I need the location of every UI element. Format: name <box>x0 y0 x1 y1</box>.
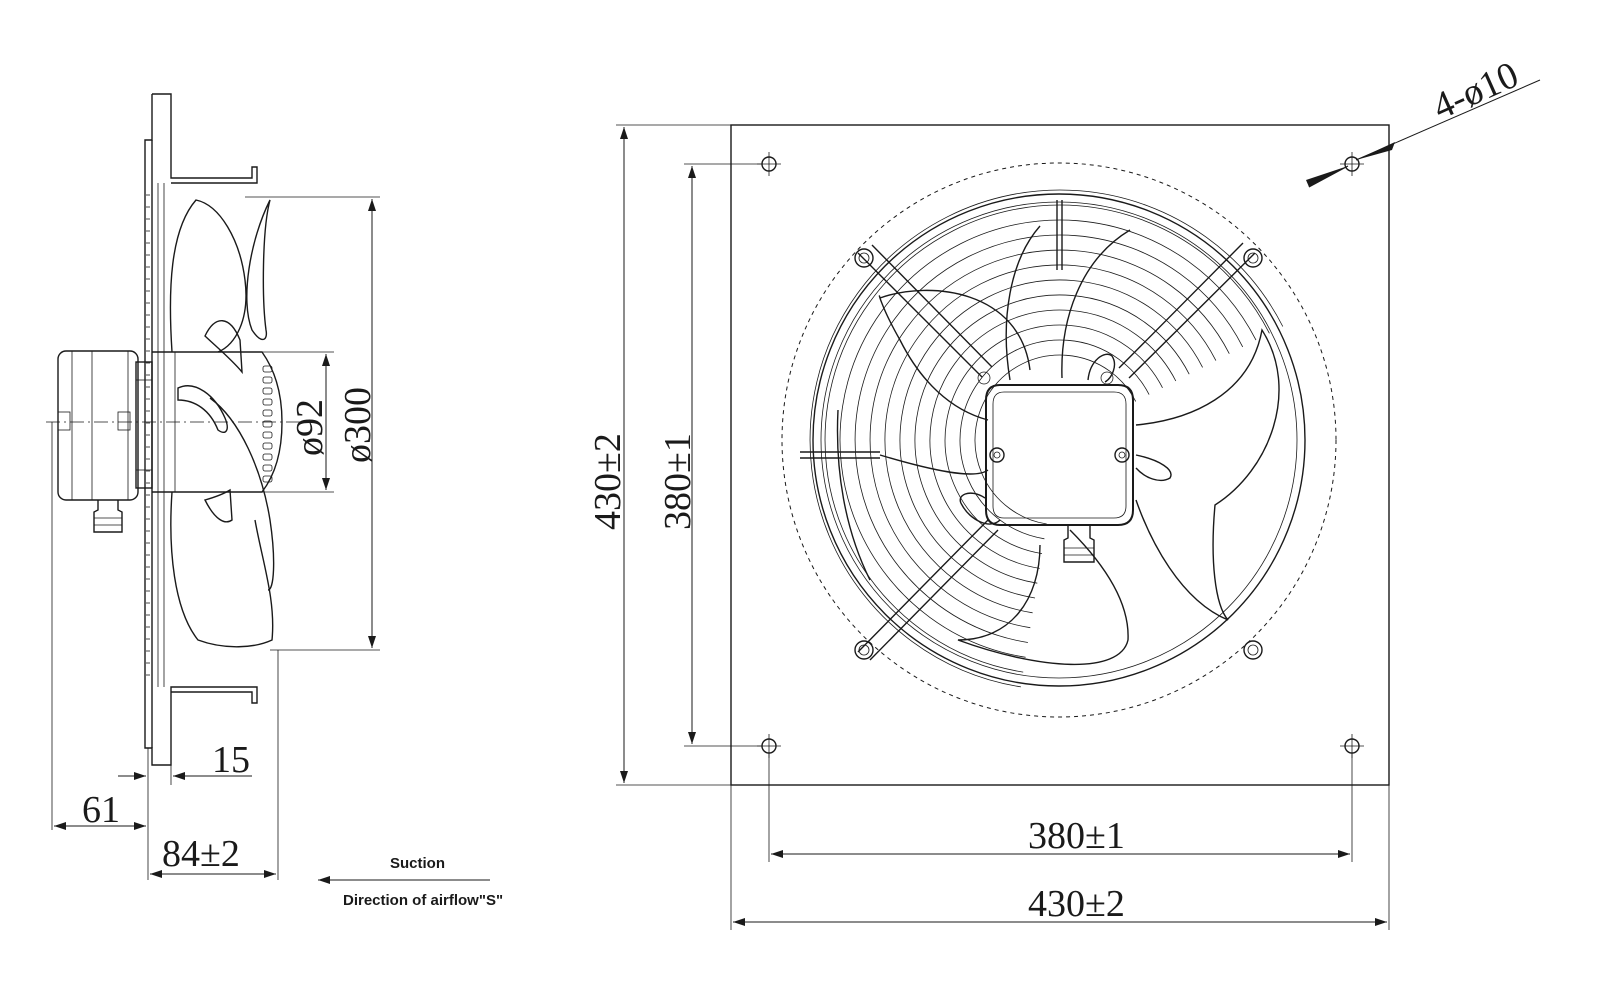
dim-flange-thickness: 15 <box>212 739 250 781</box>
dim-fan-diameter: ø300 <box>337 387 379 463</box>
hub-vent-slot <box>262 442 273 450</box>
side-view: ø300 ø92 15 61 84±2 Suction <box>46 93 503 909</box>
hub-vent-slot <box>262 376 273 384</box>
airflow-legend: Suction Direction of airflow"S" <box>318 855 503 909</box>
hub-vent-slot <box>262 365 273 373</box>
guard-ring <box>884 264 1217 614</box>
side-flange-plate <box>144 93 258 766</box>
hub-vent-slot <box>262 387 273 395</box>
front-venturi <box>781 162 1337 718</box>
hub-vent-slot <box>262 420 273 428</box>
guard-ring <box>809 189 1284 688</box>
front-guard-struts <box>800 200 1256 661</box>
guard-ring <box>824 204 1270 673</box>
dim-plate-height: 430±2 <box>587 433 629 530</box>
front-blades <box>836 225 1280 666</box>
guard-ring <box>899 279 1203 599</box>
dim-hub-diameter: ø92 <box>289 399 331 456</box>
front-mounting-plate <box>730 124 1390 786</box>
front-mounting-holes <box>757 152 1364 758</box>
dim-plate-width: 430±2 <box>1028 883 1125 925</box>
dim-hole-pitch-horizontal: 380±1 <box>1028 815 1125 857</box>
dim-depth: 84±2 <box>162 833 240 875</box>
airflow-suction-label: Suction <box>390 855 445 872</box>
front-guard-bolts <box>854 248 1263 660</box>
hub-vent-slot <box>262 453 273 461</box>
guard-ring <box>914 294 1190 584</box>
dim-motor-overhang: 61 <box>82 789 120 831</box>
side-flange-ribs <box>146 194 150 676</box>
hub-vent-slot <box>262 475 273 483</box>
guard-ring <box>839 219 1257 658</box>
hub-vent-slot <box>262 464 273 472</box>
front-guard-grille <box>809 189 1284 688</box>
dim-hole-pitch-vertical: 380±1 <box>657 433 699 530</box>
guard-ring <box>929 309 1177 569</box>
guard-ring <box>959 339 1150 540</box>
hub-vent-slot <box>262 431 273 439</box>
front-dimensions: 430±2 380±1 380±1 430±2 4-ø10 <box>587 54 1541 930</box>
side-motor <box>57 350 153 533</box>
dim-mounting-holes: 4-ø10 <box>1427 54 1525 128</box>
side-blades <box>46 199 300 648</box>
hub-vent-slot <box>262 409 273 417</box>
guard-ring <box>854 234 1244 643</box>
guard-ring <box>869 249 1230 629</box>
airflow-direction-label: Direction of airflow"S" <box>343 892 503 909</box>
side-dimensions: ø300 ø92 15 61 84±2 <box>51 196 380 880</box>
guard-ring <box>974 354 1137 525</box>
hub-vent-slot <box>262 398 273 406</box>
front-view: 430±2 380±1 380±1 430±2 4-ø10 <box>587 54 1541 930</box>
front-terminal-box <box>977 371 1134 563</box>
